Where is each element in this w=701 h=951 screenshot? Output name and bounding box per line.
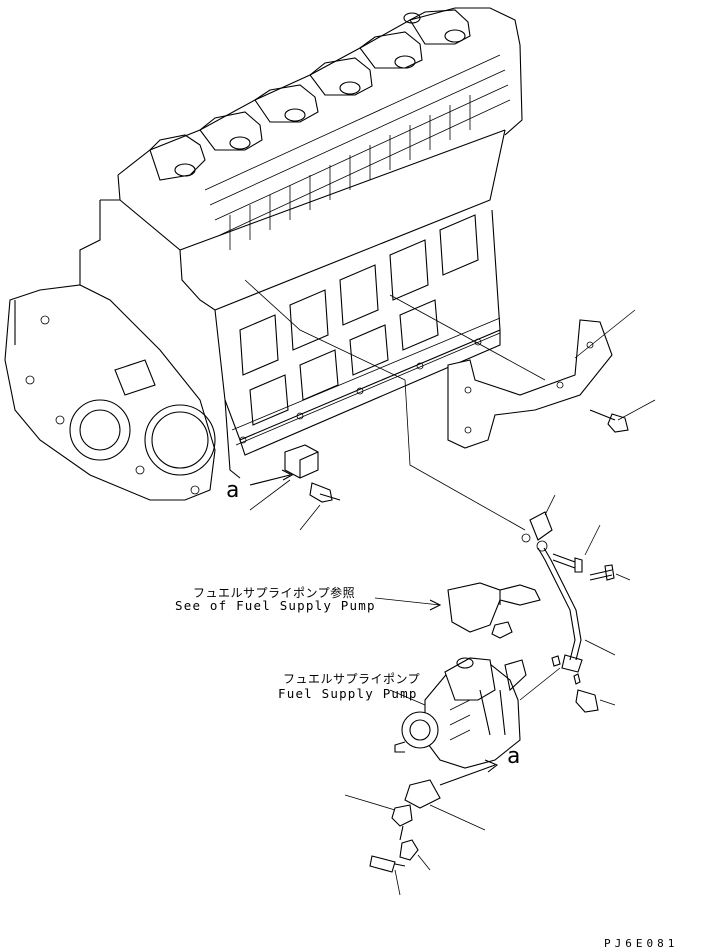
fuel-supply-pump-jp: フュエルサプライポンプ [283,672,421,686]
bracket-left [284,444,341,503]
view-mark-left: a [226,478,240,503]
fuel-pipe-assembly [447,511,615,713]
view-mark-right: a [507,744,521,769]
mounting-plate [447,319,629,449]
ref-fuel-supply-pump-en: See of Fuel Supply Pump [175,598,376,613]
leader-lines [244,279,656,896]
ref-fuel-supply-pump-jp: フュエルサプライポンプ参照 [193,586,356,600]
drawing-code: PJ6E081 [604,937,679,950]
engine-block [4,7,523,501]
fuel-supply-pump [369,657,527,873]
fuel-supply-pump-en: Fuel Supply Pump [278,686,418,701]
